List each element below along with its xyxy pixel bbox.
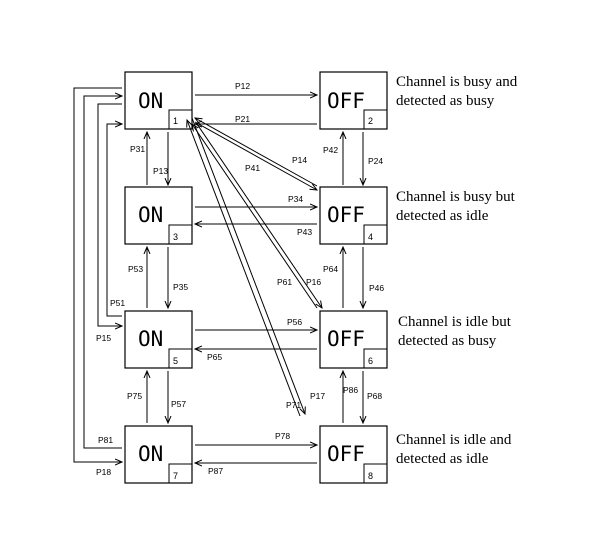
- label-p17: P17: [310, 391, 325, 401]
- state-1-number: 1: [173, 116, 178, 126]
- state-3-label: ON: [138, 203, 163, 227]
- label-p68: P68: [367, 391, 382, 401]
- state-4-number: 4: [368, 232, 373, 242]
- arrow-p17: [191, 117, 305, 414]
- description-4-line-1: Channel is idle and: [396, 432, 512, 448]
- label-p14: P14: [292, 155, 307, 165]
- label-p42: P42: [323, 145, 338, 155]
- label-p64: P64: [323, 264, 338, 274]
- arrow-p71: [187, 120, 301, 417]
- label-p12: P12: [235, 81, 250, 91]
- label-p61: P61: [277, 277, 292, 287]
- label-p53: P53: [128, 264, 143, 274]
- state-7: ON 7: [124, 425, 193, 484]
- description-row-3: Channel is idle but detected as busy: [398, 314, 512, 349]
- state-7-label: ON: [138, 442, 163, 466]
- arrow-p16: [196, 123, 322, 308]
- state-3: ON 3: [124, 186, 193, 245]
- state-3-number: 3: [173, 232, 178, 242]
- label-p15: P15: [96, 333, 111, 343]
- state-8-label: OFF: [327, 442, 365, 466]
- arrow-p41: [195, 118, 318, 187]
- arrow-p51: [106, 124, 122, 317]
- label-p81: P81: [98, 435, 113, 445]
- description-2-line-2: detected as idle: [396, 208, 489, 224]
- arrow-p61: [192, 124, 318, 309]
- description-1-line-2: detected as busy: [396, 93, 495, 109]
- label-p35: P35: [173, 282, 188, 292]
- arrow-p81: [83, 96, 122, 449]
- label-p34: P34: [288, 194, 303, 204]
- state-1: ON 1: [124, 71, 193, 130]
- label-p57: P57: [171, 399, 186, 409]
- state-2: OFF 2: [319, 71, 388, 130]
- description-row-1: Channel is busy and detected as busy: [396, 74, 518, 109]
- description-row-2: Channel is busy but detected as idle: [396, 189, 516, 224]
- label-p65: P65: [207, 352, 222, 362]
- label-p18: P18: [96, 467, 111, 477]
- description-1-line-1: Channel is busy and: [396, 74, 518, 90]
- state-8-number: 8: [368, 471, 373, 481]
- label-p46: P46: [369, 283, 384, 293]
- description-2-line-1: Channel is busy but: [396, 189, 516, 205]
- label-p16: P16: [306, 277, 321, 287]
- label-p78: P78: [275, 431, 290, 441]
- state-6: OFF 6: [319, 310, 388, 369]
- label-p41: P41: [245, 163, 260, 173]
- state-4: OFF 4: [319, 186, 388, 245]
- description-4-line-2: detected as idle: [396, 451, 489, 467]
- state-2-label: OFF: [327, 89, 365, 113]
- label-p13: P13: [153, 166, 168, 176]
- label-p43: P43: [297, 227, 312, 237]
- label-p51: P51: [110, 298, 125, 308]
- state-2-number: 2: [368, 116, 373, 126]
- state-8: OFF 8: [319, 425, 388, 484]
- description-row-4: Channel is idle and detected as idle: [396, 432, 512, 467]
- state-1-label: ON: [138, 89, 163, 113]
- label-p71: P71: [286, 400, 301, 410]
- arrow-p18: [73, 87, 122, 462]
- state-5-label: ON: [138, 327, 163, 351]
- state-6-label: OFF: [327, 327, 365, 351]
- arrow-p14: [194, 121, 317, 190]
- state-4-label: OFF: [327, 203, 365, 227]
- label-p87: P87: [208, 466, 223, 476]
- state-5: ON 5: [124, 310, 193, 369]
- arrow-p15: [97, 103, 122, 326]
- label-p31: P31: [130, 144, 145, 154]
- description-3-line-2: detected as busy: [398, 333, 497, 349]
- state-7-number: 7: [173, 471, 178, 481]
- description-3-line-1: Channel is idle but: [398, 314, 512, 330]
- state-5-number: 5: [173, 356, 178, 366]
- label-p24: P24: [368, 156, 383, 166]
- label-p75: P75: [127, 391, 142, 401]
- label-p86: P86: [343, 385, 358, 395]
- state-6-number: 6: [368, 356, 373, 366]
- label-p21: P21: [235, 114, 250, 124]
- label-p56: P56: [287, 317, 302, 327]
